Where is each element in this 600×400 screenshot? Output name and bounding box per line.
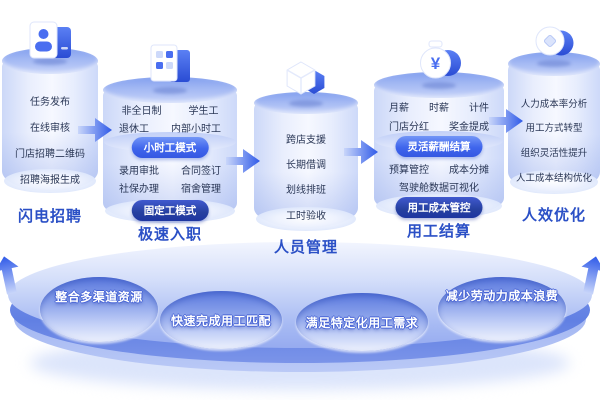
platform-well: 减少劳动力成本浪费 xyxy=(438,277,566,341)
feature-item: 时薪 xyxy=(429,103,449,114)
platform-label: 减少劳动力成本浪费 xyxy=(445,289,559,303)
arrow-right-icon xyxy=(489,109,523,133)
recruit-card-icon xyxy=(29,21,71,59)
feature-item: 退休工 xyxy=(119,124,149,135)
feature-item: 门店招聘二维码 xyxy=(15,149,85,160)
cylinder-body: 人力成本率分析 用工方式转型 组织灵活性提升 人工成本结构优化 xyxy=(508,64,600,194)
feature-item: 非全日制 xyxy=(121,106,162,117)
arrow-up-icon xyxy=(581,256,600,295)
platform-well: 满足特定化用工需求 xyxy=(296,293,428,351)
pillar-efficiency-optimization: 人力成本率分析 用工方式转型 组织灵活性提升 人工成本结构优化 人效优化 xyxy=(508,22,600,232)
coin-icon xyxy=(535,26,574,56)
feature-item: 成本分摊 xyxy=(449,165,489,176)
platform-well: 整合多渠道资源 xyxy=(40,277,158,342)
feature-row: 月薪 时薪 计件 xyxy=(379,99,499,114)
feature-item: 组织灵活性提升 xyxy=(520,148,588,159)
feature-item: 月薪 xyxy=(389,103,409,114)
feature-item: 招聘海报生成 xyxy=(20,175,80,186)
icon-shadow xyxy=(289,100,323,107)
icon-shadow xyxy=(537,60,571,67)
feature-item: 用工方式转型 xyxy=(525,123,583,134)
pillar-title: 闪电招聘 xyxy=(17,208,82,225)
feature-item: 预算管控 xyxy=(389,165,429,176)
platform-label: 满足特定化用工需求 xyxy=(305,315,419,330)
feature-item: 奖金提成 xyxy=(449,122,489,133)
pillar-title: 人员管理 xyxy=(273,239,338,256)
icon-shadow xyxy=(33,58,67,65)
platform-well: 快速完成用工匹配 xyxy=(160,291,282,349)
feature-item: 在线审核 xyxy=(30,123,70,134)
cylinder-foot xyxy=(510,170,598,194)
platform-label: 整合多渠道资源 xyxy=(55,290,143,304)
cylinder-body: 月薪 时薪 计件 门店分红 奖金提成 灵活薪酬结算 预算管控 成本分摊 驾驶舱数… xyxy=(374,85,504,218)
arrow-right-icon xyxy=(226,149,260,173)
feature-row: 门店分红 奖金提成 xyxy=(379,118,499,133)
feature-item: 学生工 xyxy=(188,106,219,117)
feature-item: 内部小时工 xyxy=(171,124,221,135)
feature-item: 长期借调 xyxy=(286,160,326,171)
pillar-flash-recruiting: 任务发布 在线审核 门店招聘二维码 招聘海报生成 闪电招聘 xyxy=(2,21,98,237)
cylinder-foot xyxy=(256,207,356,231)
feature-item: 合同签订 xyxy=(181,166,221,177)
pillar-title: 用工结算 xyxy=(406,223,471,240)
building-grid-icon xyxy=(150,44,190,82)
mode-badge: 小时工模式 xyxy=(131,137,209,158)
feature-item: 宿舍管理 xyxy=(181,184,221,195)
feature-item: 社保办理 xyxy=(119,184,159,195)
mode-badge: 固定工模式 xyxy=(131,200,209,221)
feature-item: 跨店支援 xyxy=(286,135,326,146)
pillar-staff-management: 跨店支援 长期借调 划线排班 工时验收 人员管理 xyxy=(254,58,358,258)
cylinder-top xyxy=(508,52,600,76)
pillar-labor-settlement: 月薪 时薪 计件 门店分红 奖金提成 灵活薪酬结算 预算管控 成本分摊 驾驶舱数… xyxy=(374,40,504,240)
feature-item: 门店分红 xyxy=(389,122,429,133)
feature-item: 划线排班 xyxy=(286,185,326,196)
cube-icon xyxy=(286,61,325,95)
platform-label: 快速完成用工匹配 xyxy=(170,313,271,328)
feature-item: 人工成本结构优化 xyxy=(515,173,592,184)
feature-item: 人力成本率分析 xyxy=(520,99,588,110)
mode-badge: 用工成本管控 xyxy=(395,197,483,218)
feature-row: 录用审批 合同签订 xyxy=(108,162,232,177)
cylinder-body: 任务发布 在线审核 门店招聘二维码 招聘海报生成 xyxy=(2,61,98,193)
cylinder-top xyxy=(254,92,358,114)
icon-shadow xyxy=(153,87,187,94)
cylinder-foot xyxy=(4,169,96,193)
feature-row: 预算管控 成本分摊 xyxy=(379,161,499,176)
mode-badge: 灵活薪酬结算 xyxy=(395,136,483,157)
feature-item: 任务发布 xyxy=(30,97,70,108)
feature-row: 退休工 内部小时工 xyxy=(108,120,232,135)
arrow-right-icon xyxy=(78,118,112,142)
icon-shadow xyxy=(422,82,456,89)
feature-item: 录用审批 xyxy=(119,166,159,177)
pillar-fast-onboarding: 非全日制 学生工 退休工 内部小时工 小时工模式 录用审批 合同签订 社保办理 … xyxy=(103,42,237,243)
cylinder-body: 非全日制 学生工 退休工 内部小时工 小时工模式 录用审批 合同签订 社保办理 … xyxy=(103,90,237,223)
feature-row: 社保办理 宿舍管理 xyxy=(108,180,232,195)
arrow-right-icon xyxy=(344,140,378,164)
money-bag-icon: ¥ xyxy=(420,40,461,79)
cylinder-body: 跨店支援 长期借调 划线排班 工时验收 xyxy=(254,103,358,231)
pillar-title: 极速入职 xyxy=(137,226,202,243)
arrow-up-icon xyxy=(0,256,19,295)
svg-text:¥: ¥ xyxy=(431,54,441,73)
feature-item: 驾驶舱数据可视化 xyxy=(399,183,479,194)
pillar-title: 人效优化 xyxy=(521,207,586,224)
feature-item: 工时验收 xyxy=(286,211,326,222)
feature-item: 计件 xyxy=(469,103,489,114)
feature-row: 非全日制 学生工 xyxy=(108,102,232,117)
